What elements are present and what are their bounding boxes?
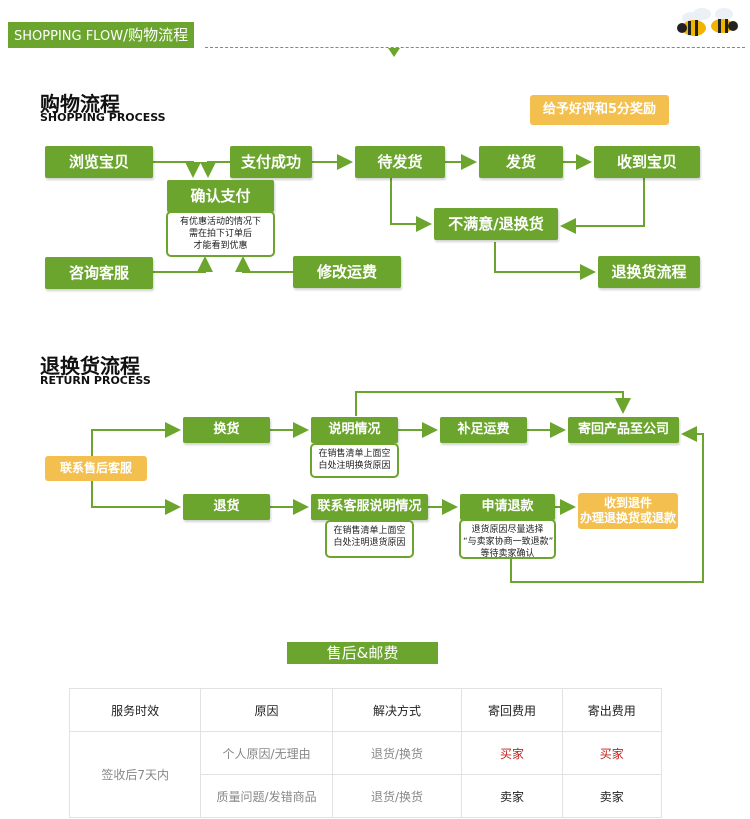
- table-cell: 个人原因/无理由: [200, 731, 333, 775]
- table-header: 寄出费用: [561, 688, 663, 732]
- refund-note: 在销售清单上面空 白处注明退货原因: [325, 520, 414, 558]
- aftersale-table: 服务时效 原因 解决方式 寄回费用 寄出费用 签收后7天内 个人原因/无理由 退…: [68, 688, 663, 818]
- table-cell: 卖家: [461, 774, 563, 818]
- table-cell: 买家: [461, 731, 563, 775]
- step-confirm-pay: 确认支付: [167, 180, 274, 212]
- table-header: 解决方式: [331, 688, 463, 732]
- step-unsatisfied: 不满意/退换货: [434, 208, 558, 240]
- step-send-back: 寄回产品至公司: [568, 417, 679, 443]
- header-arrow-icon: [388, 48, 400, 57]
- receive-return-line: 收到退件: [603, 496, 652, 510]
- table-cell: 质量问题/发错商品: [200, 774, 333, 818]
- contact-aftersale: 联系售后客服: [45, 456, 147, 481]
- note-line: 才能看到优惠: [193, 241, 248, 251]
- receive-return-badge: 收到退件 办理退换货或退款: [578, 493, 678, 529]
- exchange-note: 在销售清单上面空 白处注明换货原因: [310, 443, 399, 478]
- note-line: 需在拍下订单后: [188, 229, 252, 239]
- note-line: 在销售清单上面空: [333, 526, 406, 536]
- header-divider: [205, 47, 745, 48]
- note-line: 退货原因尽量选择: [471, 525, 544, 535]
- note-line: 白处注明换货原因: [318, 461, 391, 471]
- table-row: 签收后7天内 个人原因/无理由 退货/换货 买家 买家: [68, 731, 663, 818]
- step-browse: 浏览宝贝: [45, 146, 153, 178]
- returns-title-cn: 退换货流程: [40, 354, 140, 378]
- table-cell: 卖家: [561, 774, 663, 818]
- step-contact-explain: 联系客服说明情况: [311, 494, 428, 520]
- receive-return-line: 办理退换货或退款: [579, 511, 676, 525]
- table-cell: 退货/换货: [331, 731, 463, 775]
- step-apply-refund: 申请退款: [460, 494, 555, 520]
- step-pay-freight: 补足运费: [440, 417, 527, 443]
- step-ship: 发货: [479, 146, 563, 178]
- table-cell: 退货/换货: [331, 774, 463, 818]
- apply-refund-note: 退货原因尽量选择 “与卖家协商一致退款” 等待卖家确认: [459, 519, 556, 559]
- table-cell-period: 签收后7天内: [68, 731, 202, 818]
- reward-badge: 给予好评和5分奖励: [530, 95, 669, 125]
- step-received: 收到宝贝: [594, 146, 700, 178]
- step-explain: 说明情况: [311, 417, 398, 443]
- note-line: “与卖家协商一致退款”: [463, 537, 554, 547]
- table-header: 原因: [200, 688, 333, 732]
- note-line: 等待卖家确认: [480, 549, 535, 559]
- bee-icon: [677, 8, 738, 36]
- shopping-title-cn: 购物流程: [40, 92, 120, 116]
- table-row: 质量问题/发错商品 退货/换货 卖家 卖家: [70, 774, 663, 818]
- note-line: 白处注明退货原因: [333, 538, 406, 548]
- returns-title-en: RETURN PROCESS: [40, 374, 151, 387]
- step-wait-ship: 待发货: [355, 146, 445, 178]
- confirm-pay-note: 有优惠活动的情况下 需在拍下订单后 才能看到优惠: [166, 211, 275, 257]
- note-line: 在销售清单上面空: [318, 449, 391, 459]
- aftersale-title: 售后&邮费: [287, 642, 438, 664]
- shopping-title-en: SHOPPING PROCESS: [40, 111, 166, 124]
- banner-en: SHOPPING FLOW: [14, 29, 124, 44]
- banner-cn: /购物流程: [123, 26, 189, 44]
- table-header: 服务时效: [68, 688, 202, 732]
- header-banner: SHOPPING FLOW/购物流程: [8, 22, 195, 48]
- table-cell: 买家: [561, 731, 663, 775]
- step-pay-success: 支付成功: [230, 146, 312, 178]
- step-modify-fee: 修改运费: [293, 256, 401, 288]
- note-line: 有优惠活动的情况下: [179, 217, 261, 227]
- table-header: 寄回费用: [461, 688, 563, 732]
- step-exchange: 换货: [183, 417, 270, 443]
- table-header-row: 服务时效 原因 解决方式 寄回费用 寄出费用: [68, 688, 663, 732]
- step-consult: 咨询客服: [45, 257, 153, 289]
- step-refund: 退货: [183, 494, 270, 520]
- step-return-flow: 退换货流程: [598, 256, 700, 288]
